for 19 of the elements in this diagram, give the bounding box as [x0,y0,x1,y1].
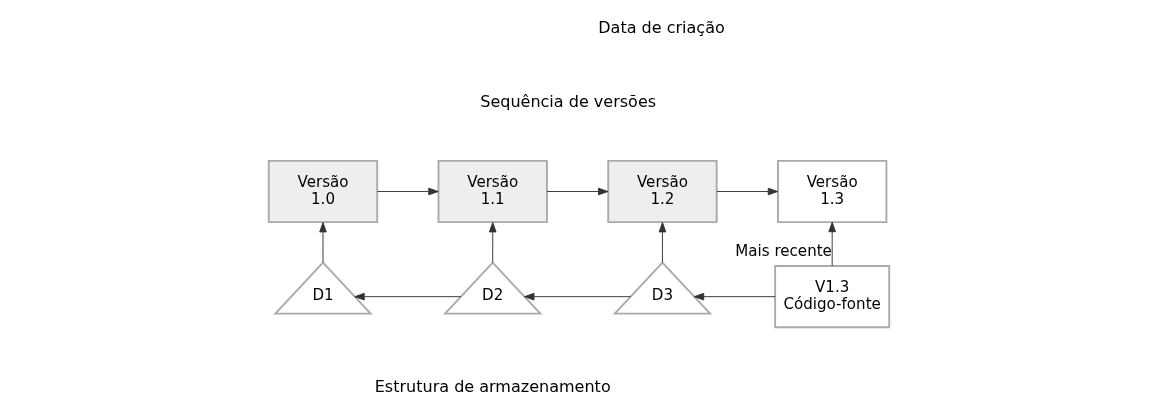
label: Data de criação [597,17,725,37]
arrow [318,222,327,263]
label: Sequência de versões [479,92,656,112]
arrow [376,187,439,196]
node-box: Versão 1.3 [776,159,887,224]
node-box: Versão 1.0 [267,159,378,224]
node-box: V1.3 Código-fonte [773,265,890,329]
arrow [658,222,666,263]
arrow [715,187,778,196]
node-box: Versão 1.2 [606,159,718,224]
edge-label: Mais recente [734,242,832,261]
arrow [523,292,631,301]
label: Estrutura de armazenamento [374,377,611,396]
node-box: Versão 1.1 [437,159,548,224]
arrow [353,292,461,301]
arrow [488,222,496,263]
arrow [546,187,608,196]
arrow [693,292,776,301]
arrow [827,221,836,267]
